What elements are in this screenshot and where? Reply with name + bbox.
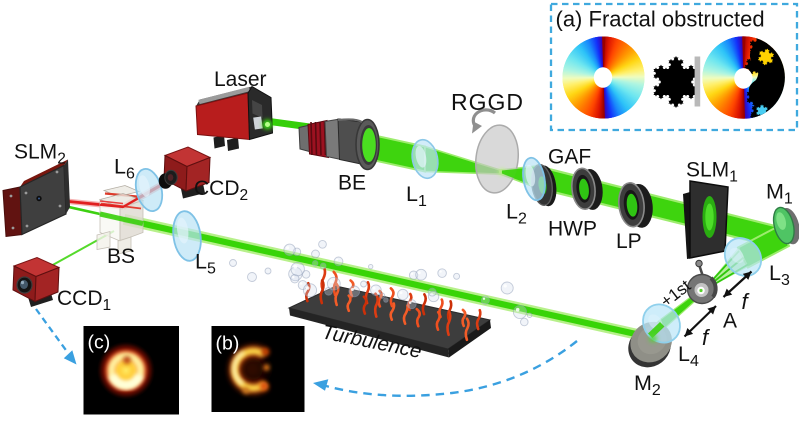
- svg-text:GAF: GAF: [548, 146, 591, 169]
- svg-text:Laser: Laser: [214, 68, 267, 91]
- svg-text:LP: LP: [616, 230, 642, 253]
- svg-text:HWP: HWP: [548, 218, 597, 241]
- svg-text:(b): (b): [216, 333, 240, 355]
- svg-text:CCD1: CCD1: [57, 287, 111, 314]
- svg-text:RGGD: RGGD: [451, 89, 524, 115]
- svg-text:(a) Fractal obstructed: (a) Fractal obstructed: [556, 7, 765, 32]
- svg-text:f: f: [702, 325, 711, 350]
- svg-text:SLM2: SLM2: [14, 141, 66, 168]
- svg-text:BS: BS: [107, 245, 135, 268]
- svg-text:M2: M2: [634, 371, 661, 399]
- svg-text:A: A: [723, 310, 737, 333]
- svg-text:SLM1: SLM1: [686, 159, 738, 186]
- svg-text:BE: BE: [338, 172, 366, 195]
- svg-text:f: f: [742, 289, 751, 314]
- svg-text:(c): (c): [88, 332, 111, 354]
- svg-text:CCD2: CCD2: [194, 177, 248, 204]
